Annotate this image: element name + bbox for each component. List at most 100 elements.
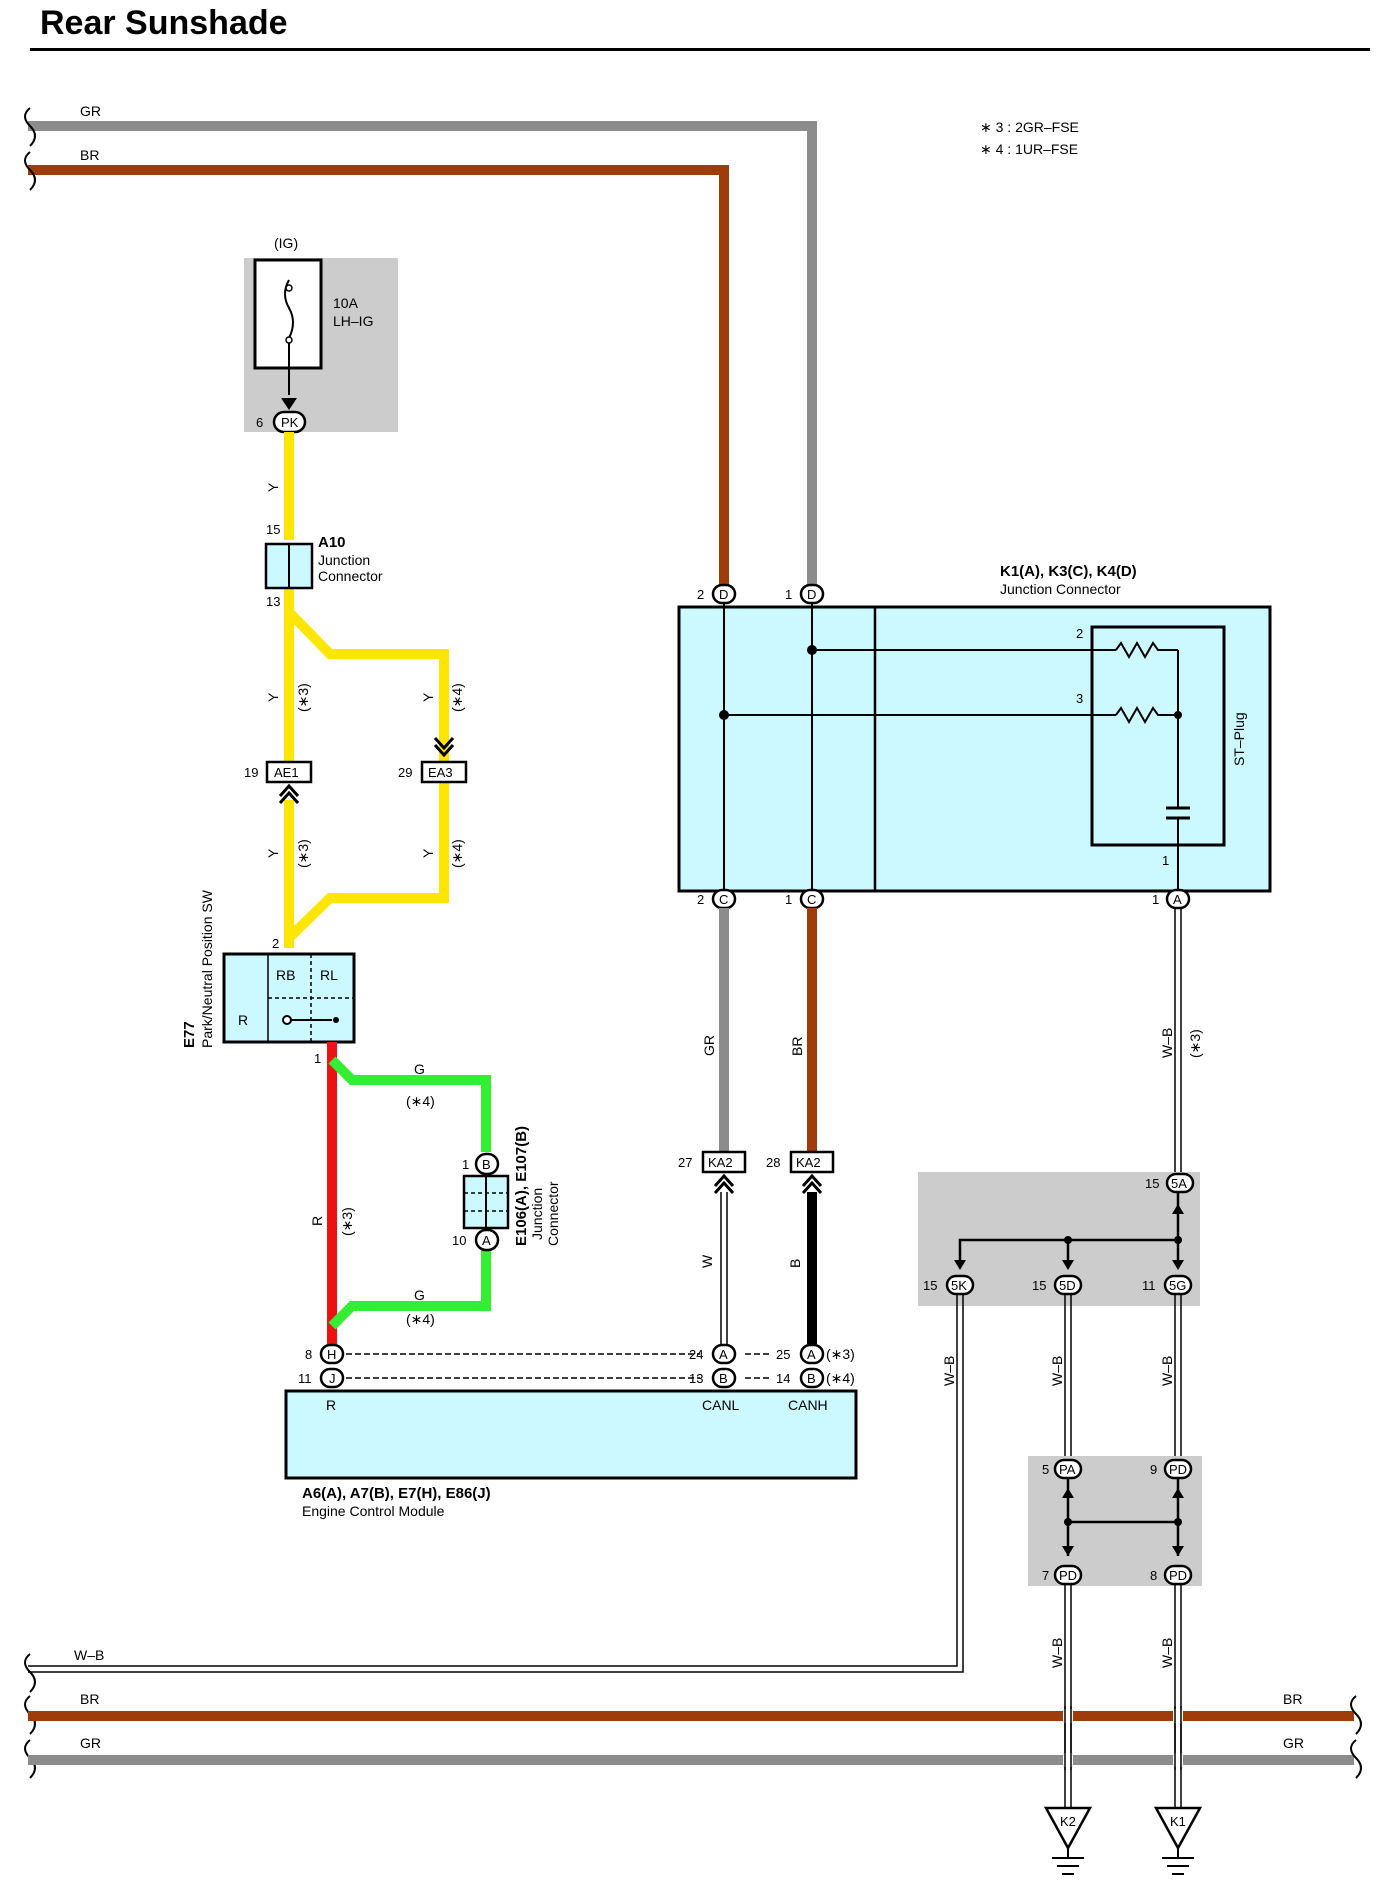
ecm-block: H 8 J 11 A 24 B 13 A 25 (∗3) B 14 (∗4) R… — [284, 1343, 858, 1519]
ae1-pin: 19 — [244, 765, 258, 780]
arrow-icon — [954, 1260, 966, 1270]
wire-g-label: G — [414, 1287, 425, 1303]
ground-k2: K2 — [1043, 1806, 1093, 1875]
break-mark — [1350, 1739, 1362, 1779]
wire-w-label: W — [699, 1254, 715, 1268]
jp-pd-left: PD — [1059, 1568, 1077, 1583]
wb-wiring: W–B (∗3) 5A 15 5K 15 5D 15 5G 11 W–B W–B — [28, 908, 1203, 1808]
j5-g-pin: 11 — [1142, 1278, 1156, 1293]
note4-label: (∗4) — [826, 1370, 855, 1386]
arrow-icon — [1172, 1488, 1184, 1498]
fuse-supply: (IG) — [274, 235, 298, 251]
arrow-icon — [1062, 1260, 1074, 1270]
break-mark — [24, 1653, 36, 1693]
chevron-up-icon — [801, 1173, 823, 1195]
ecm-id: A6(A), A7(B), E7(H), E86(J) — [302, 1485, 491, 1502]
ground-icon — [1043, 1806, 1093, 1851]
note4-label: (∗4) — [449, 839, 465, 868]
e77-pin-bottom: 1 — [314, 1051, 321, 1066]
can-wires: GR BR KA2 27 KA2 28 W B — [678, 908, 835, 1344]
wire-wb-label: W–B — [1159, 1028, 1175, 1058]
ka2-pin-27: 27 — [678, 1155, 692, 1170]
ecm-conn-a: A — [807, 1347, 816, 1362]
wire-g-label: G — [414, 1061, 425, 1077]
e106-conn-top: B — [482, 1157, 491, 1172]
ka2-label: KA2 — [708, 1155, 733, 1170]
jp-pa-pin: 5 — [1042, 1462, 1049, 1477]
wire-wb-label: W–B — [941, 1356, 957, 1386]
ecm-conn-h: H — [327, 1347, 336, 1362]
bus-gr-label: GR — [80, 103, 101, 119]
ecm-name: Engine Control Module — [302, 1503, 445, 1519]
bus-br-label: BR — [80, 1691, 99, 1707]
conn-c: C — [807, 892, 816, 907]
pin-6: 6 — [256, 415, 263, 430]
arrow-icon — [1172, 1260, 1184, 1270]
wire-wb-label: W–B — [1049, 1638, 1065, 1668]
pin-a-1: 1 — [1152, 892, 1159, 907]
ecm-conn-b: B — [807, 1371, 816, 1386]
fuse-rating: 10A — [333, 295, 359, 311]
junction-k-connector: K1(A), K3(C), K4(D) Junction Connector S… — [677, 563, 1272, 910]
conn-a: A — [1173, 892, 1182, 907]
wire-y-label: Y — [420, 848, 436, 858]
ground-k2-label: K2 — [1060, 1814, 1076, 1829]
jp-pa: PA — [1059, 1462, 1076, 1477]
a10-line1: Junction — [318, 552, 370, 568]
title-rule — [30, 48, 1370, 51]
wire-y-group: Y Y Y Y Y (∗3) (∗3) (∗4) (∗4) — [265, 432, 465, 948]
a10-pin-top: 15 — [266, 522, 280, 537]
j5-k-conn: 5K — [951, 1278, 967, 1293]
ecm-pin-24: 24 — [689, 1347, 703, 1362]
bus-br-label: BR — [80, 147, 99, 163]
page-title: Rear Sunshade — [40, 4, 288, 42]
note4-label: (∗4) — [449, 683, 465, 712]
ground-k1: K1 — [1153, 1806, 1203, 1875]
ecm-pin-14: 14 — [776, 1371, 790, 1386]
a10-line2: Connector — [318, 568, 383, 584]
ecm-conn-b: B — [719, 1371, 728, 1386]
bus-gr-right-label: GR — [1283, 1735, 1304, 1751]
ka2-label: KA2 — [796, 1155, 821, 1170]
a10-connector: 15 13 A10 Junction Connector — [264, 522, 383, 609]
wire-r-label: R — [309, 1216, 325, 1226]
jc-id: K1(A), K3(C), K4(D) — [1000, 563, 1137, 580]
pin-c-1: 1 — [785, 892, 792, 907]
jp-pd-right: PD — [1169, 1568, 1187, 1583]
ecm-pin-13: 13 — [689, 1371, 703, 1386]
j5-top-conn: 5A — [1171, 1176, 1187, 1191]
note4-label: (∗4) — [406, 1093, 435, 1109]
e77-rb: RB — [276, 967, 295, 983]
ae1-connector: AE1 19 — [244, 760, 313, 805]
ground-k1-label: K1 — [1170, 1814, 1186, 1829]
note-4: ∗ 4 : 1UR–FSE — [980, 141, 1078, 157]
pin-d-1: 1 — [785, 587, 792, 602]
ae1-label: AE1 — [274, 765, 299, 780]
e77-r: R — [238, 1012, 248, 1028]
jc-name: Junction Connector — [1000, 581, 1121, 597]
jp-pd-right-pin: 8 — [1150, 1568, 1157, 1583]
j5-k-pin: 15 — [923, 1278, 937, 1293]
arrow-icon — [1172, 1204, 1184, 1214]
wire-rg-group: G (∗4) G (∗4) R (∗3) — [309, 1042, 491, 1344]
resistor-icon — [1115, 640, 1178, 660]
wire-y-label: Y — [265, 848, 281, 858]
fuse-name: LH–IG — [333, 313, 373, 329]
ecm-pin-25: 25 — [776, 1347, 790, 1362]
bus-br-right-label: BR — [1283, 1691, 1302, 1707]
ground-icon — [1153, 1806, 1203, 1851]
j5-d-conn: 5D — [1059, 1278, 1076, 1293]
break-mark — [24, 151, 36, 191]
wire-gr-label: GR — [701, 1035, 717, 1056]
ecm-pin-8: 8 — [305, 1347, 312, 1362]
e77-id: E77 — [181, 1021, 198, 1048]
j5-g-conn: 5G — [1169, 1278, 1186, 1293]
jp-pd-top: PD — [1169, 1462, 1187, 1477]
ecm-conn-j: J — [329, 1371, 336, 1386]
conn-d: D — [807, 587, 816, 602]
wire-b-label: B — [787, 1259, 803, 1268]
bus-gr-top — [28, 121, 817, 592]
note3-label: (∗3) — [339, 1207, 355, 1236]
note3-label: (∗3) — [826, 1346, 855, 1362]
